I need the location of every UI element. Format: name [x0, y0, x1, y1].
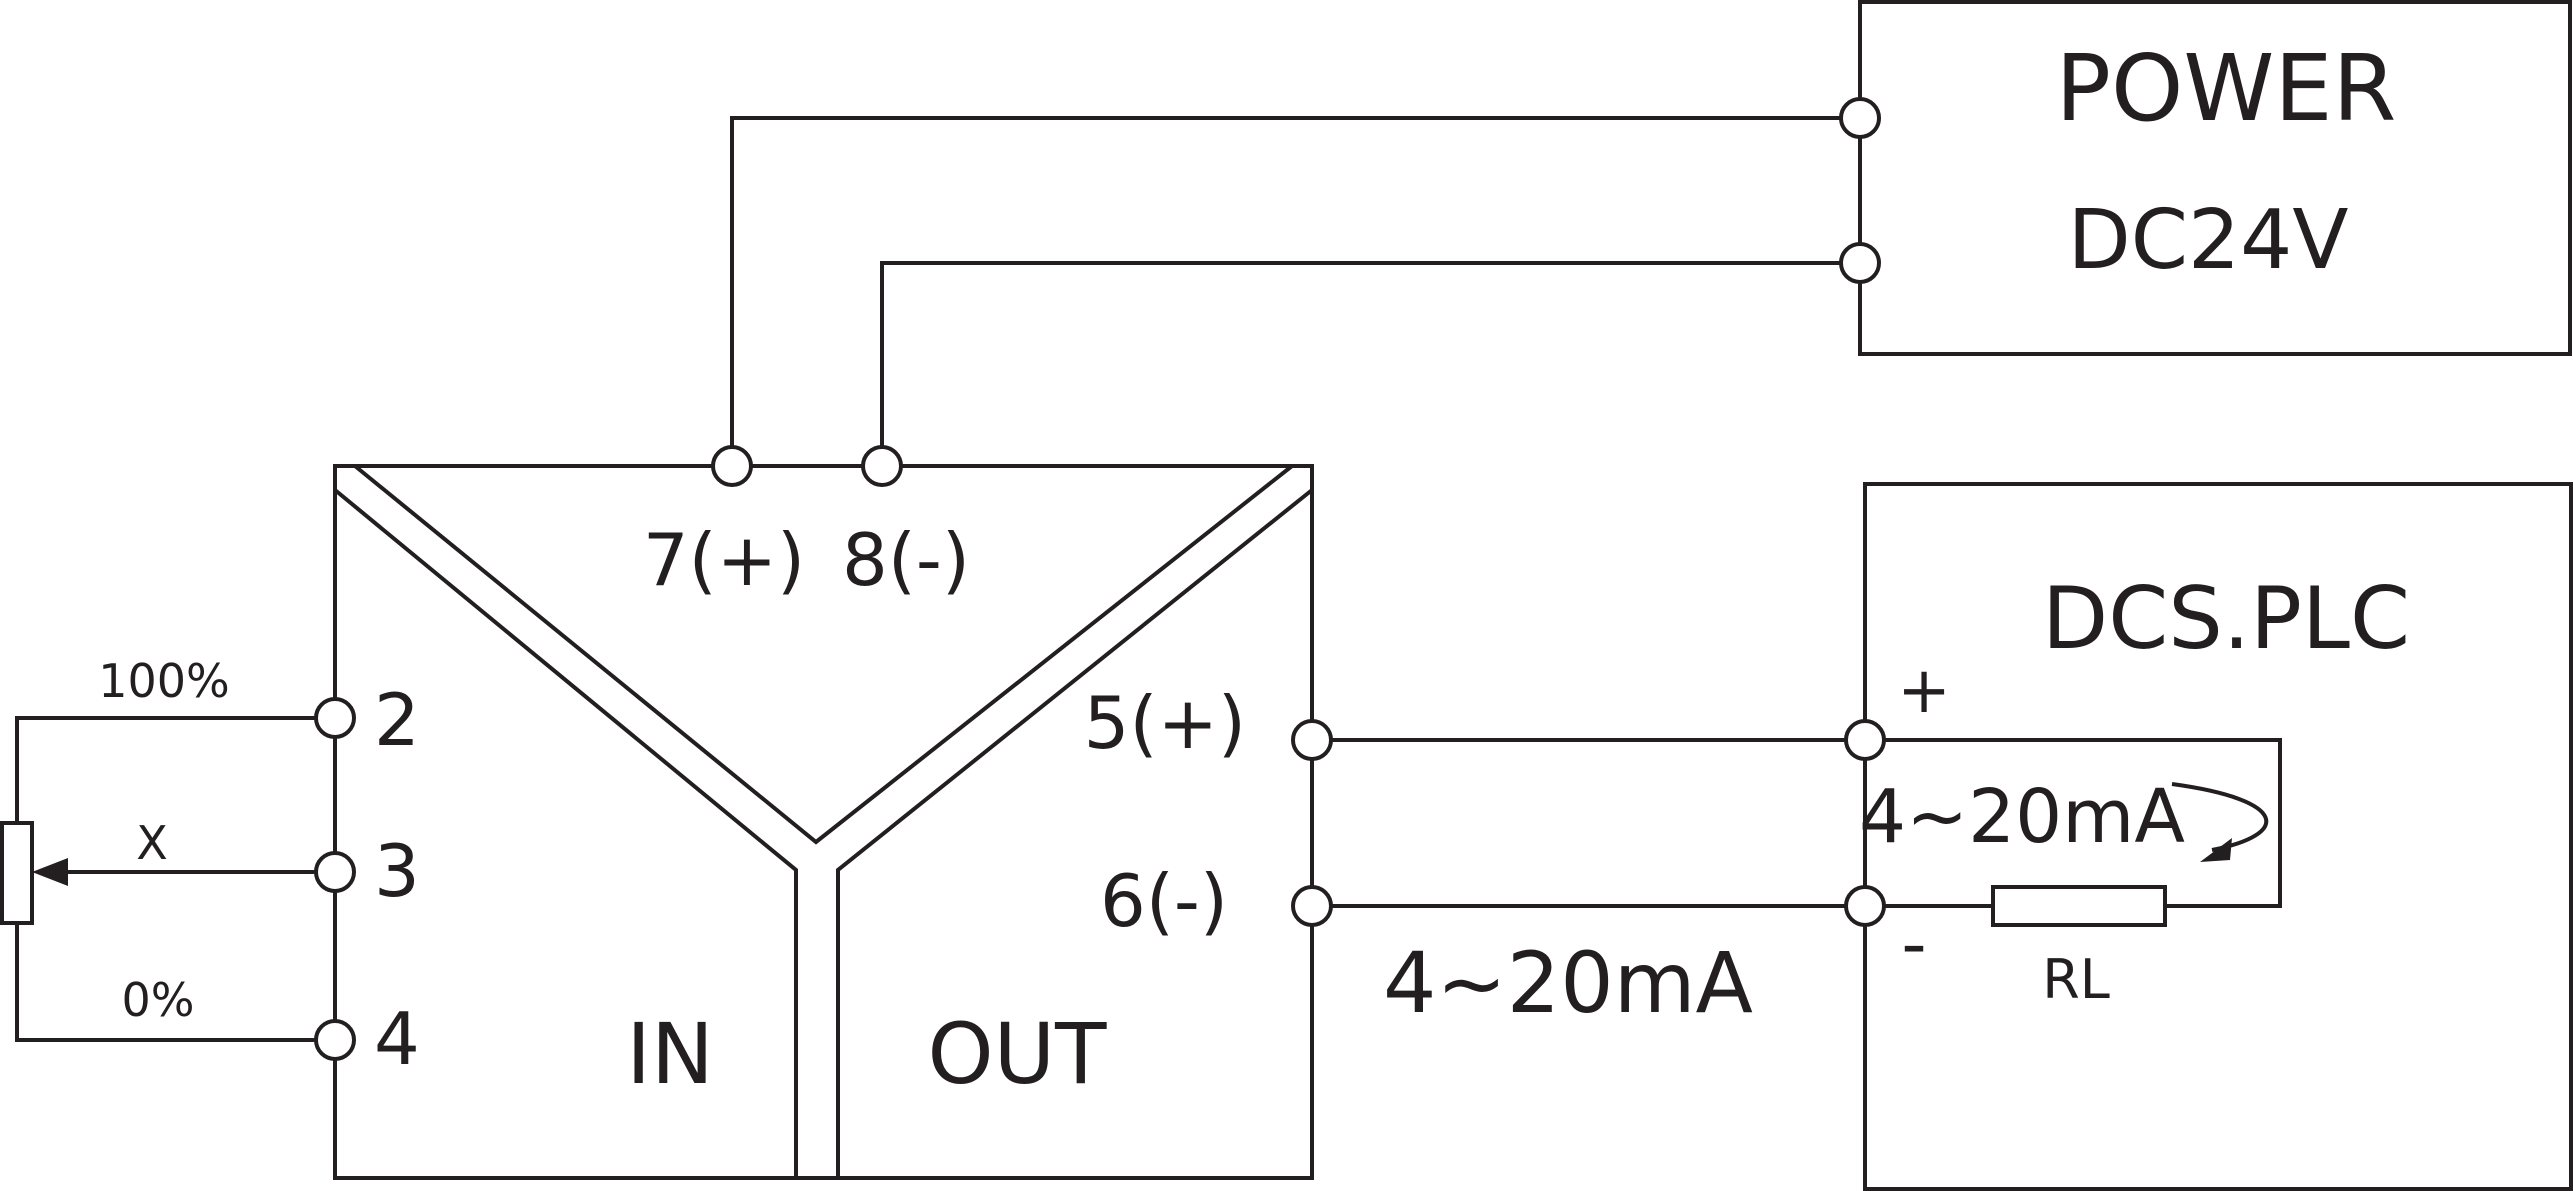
dcs-plc-title: DCS.PLC [2042, 569, 2410, 669]
isolator-module-body [333, 464, 1314, 1180]
pot-low-label: 0% [122, 973, 195, 1027]
loop-current-label: 4~20mA [1859, 774, 2185, 860]
terminal-5-label: 5(+) [1084, 681, 1246, 765]
current-arrowhead [2200, 838, 2232, 862]
power-terminal-positive [1839, 97, 1881, 139]
dcs-minus-sign: - [1901, 903, 1926, 985]
load-resistor [1991, 885, 2167, 927]
dcs-terminal-negative [1844, 885, 1886, 927]
module-divider-outer-right [836, 488, 1314, 1178]
dcs-terminal-positive [1844, 719, 1886, 761]
terminal-6-label: 6(-) [1100, 859, 1228, 943]
pot-wiper-label: X [136, 816, 168, 870]
terminal-5 [1291, 719, 1333, 761]
module-in-label: IN [626, 1005, 714, 1103]
receiver-loop-wire [1865, 738, 2282, 908]
terminal-8-label: 8(-) [842, 518, 970, 602]
pot-high-label: 100% [98, 654, 230, 708]
terminal-2-label: 2 [374, 678, 420, 762]
power-terminal-negative [1839, 242, 1881, 284]
current-direction-arrow [2171, 782, 2269, 852]
terminal-6 [1291, 885, 1333, 927]
wire-terminal-7-to-power [730, 116, 1860, 466]
module-divider-outer-left [333, 488, 798, 1178]
dcs-plc-box [1863, 482, 2573, 1191]
wire-terminal-8-to-power [880, 261, 1860, 466]
power-voltage: DC24V [2068, 193, 2349, 288]
pot-wiper-arrowhead [32, 858, 68, 886]
terminal-4-label: 4 [374, 997, 420, 1081]
terminal-2 [314, 697, 356, 739]
terminal-7-label: 7(+) [643, 518, 805, 602]
power-title: POWER [2056, 35, 2397, 142]
dcs-plus-sign: + [1897, 654, 1951, 728]
output-signal-label: 4~20mA [1383, 934, 1753, 1032]
load-resistor-label: RL [2042, 948, 2110, 1011]
potentiometer [0, 821, 34, 925]
terminal-4 [314, 1019, 356, 1061]
terminal-3 [314, 851, 356, 893]
module-divider-left [353, 464, 1294, 845]
terminal-3-label: 3 [374, 829, 420, 913]
pot-high-wire [15, 716, 335, 823]
module-out-label: OUT [928, 1005, 1108, 1103]
pot-low-wire [15, 923, 335, 1042]
terminal-7 [711, 445, 753, 487]
terminal-8 [861, 445, 903, 487]
